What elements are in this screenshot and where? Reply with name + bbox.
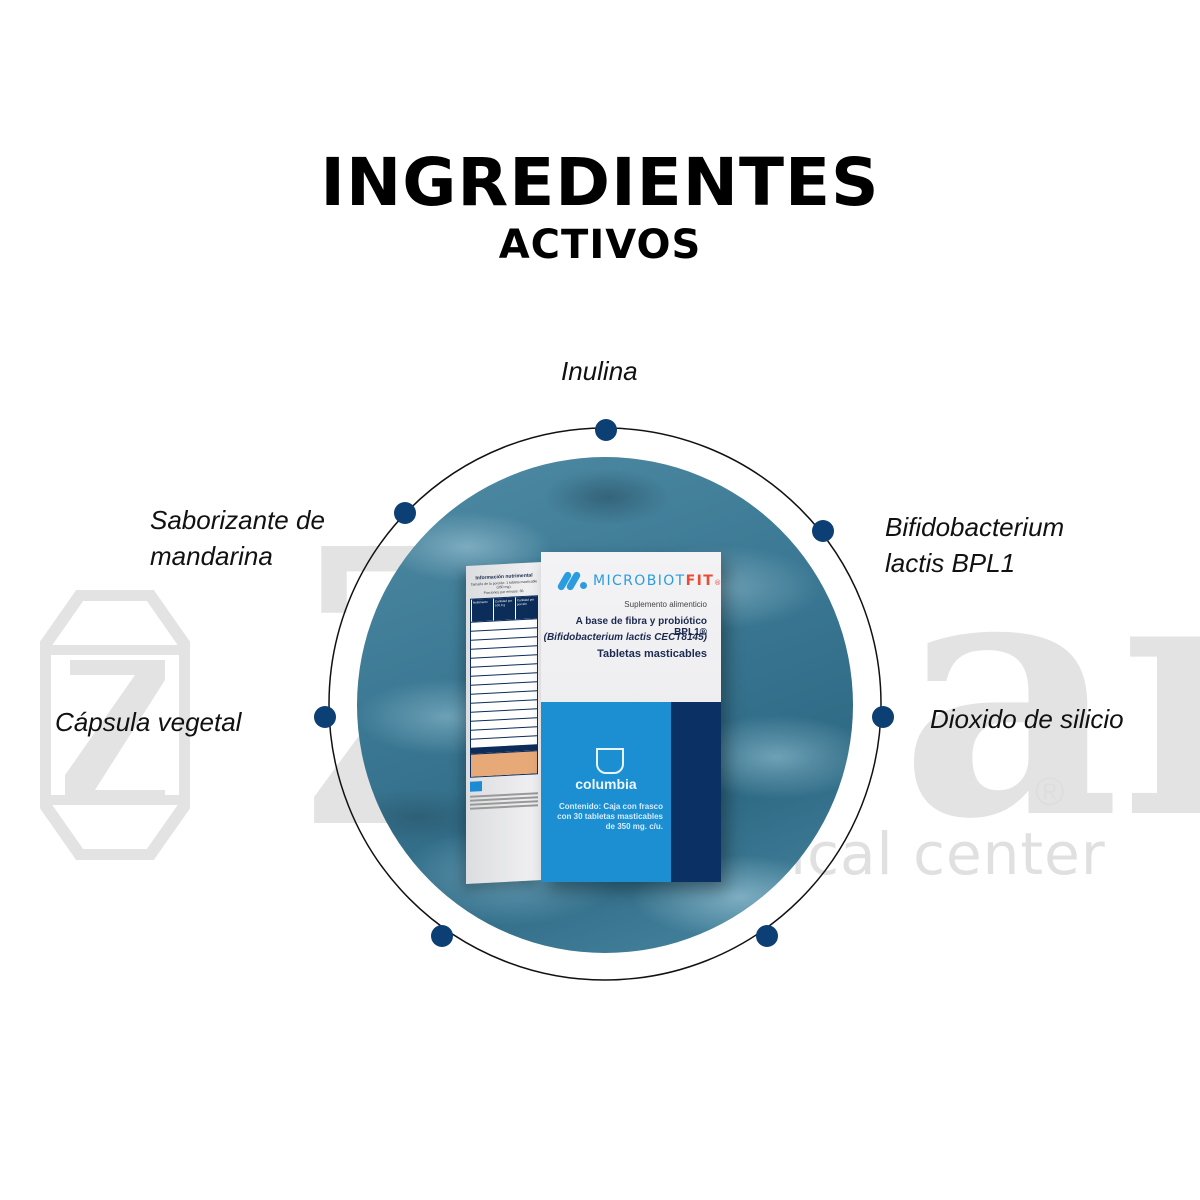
- manufacturer-name: columbia: [575, 776, 637, 792]
- watermark-octagon-icon: [40, 590, 190, 860]
- dot-saborizante-icon: [394, 502, 416, 524]
- dot-bifidobacterium-icon: [812, 520, 834, 542]
- page-title: INGREDIENTES: [320, 144, 880, 221]
- dot-inulina-icon: [595, 419, 617, 441]
- ingredient-inulina: Inulina: [561, 356, 638, 386]
- columbia-logo-icon: [596, 748, 624, 774]
- brand-accent: FIT: [685, 573, 715, 589]
- box-blue-panel: columbia Contenido: Caja con frasco con …: [541, 702, 671, 882]
- page-subtitle: ACTIVOS: [498, 222, 702, 268]
- nutrition-table: Nutrimento Cantidad por 100.0 g Cantidad…: [470, 595, 538, 778]
- product-form: Tabletas masticables: [597, 648, 707, 660]
- side-badge-icon: [470, 781, 482, 792]
- dot-bottom-right-icon: [756, 925, 778, 947]
- product-box-front: MICROBIOTFIT® Suplemento alimenticio A b…: [541, 552, 721, 882]
- product-contents: Contenido: Caja con frasco con 30 tablet…: [557, 802, 663, 831]
- watermark-registered-icon: ®: [1035, 770, 1065, 814]
- dot-bottom-left-icon: [431, 925, 453, 947]
- ingredient-bifidobacterium: Bifidobacterium lactis BPL1: [885, 512, 1065, 578]
- product-box-side: Información nutrimental Tamaño de la por…: [466, 562, 542, 884]
- microbiotfit-logo-icon: [556, 570, 589, 592]
- brand-name: MICROBIOT: [593, 573, 686, 589]
- ingredient-dioxido: Dioxido de silicio: [930, 704, 1124, 734]
- dot-capsula-icon: [314, 706, 336, 728]
- brand-logo: MICROBIOTFIT®: [556, 570, 721, 592]
- nutrition-col-portion: Cantidad por porción: [515, 596, 537, 620]
- product-supplement: Suplemento alimenticio: [624, 600, 707, 609]
- ingredient-saborizante: Saborizante de mandarina: [150, 505, 325, 571]
- watermark-text: ical center: [790, 820, 1106, 888]
- ingredient-capsula: Cápsula vegetal: [55, 707, 242, 737]
- nutrition-col-per100: Cantidad por 100.0 g: [493, 597, 515, 621]
- product-strain: (Bifidobacterium lactis CECT8145): [543, 632, 707, 643]
- box-navy-panel: [671, 702, 721, 882]
- dot-dioxido-icon: [872, 706, 894, 728]
- nutrition-col-nutrient: Nutrimento: [471, 598, 493, 622]
- watermark-letters: ar: [900, 495, 1200, 894]
